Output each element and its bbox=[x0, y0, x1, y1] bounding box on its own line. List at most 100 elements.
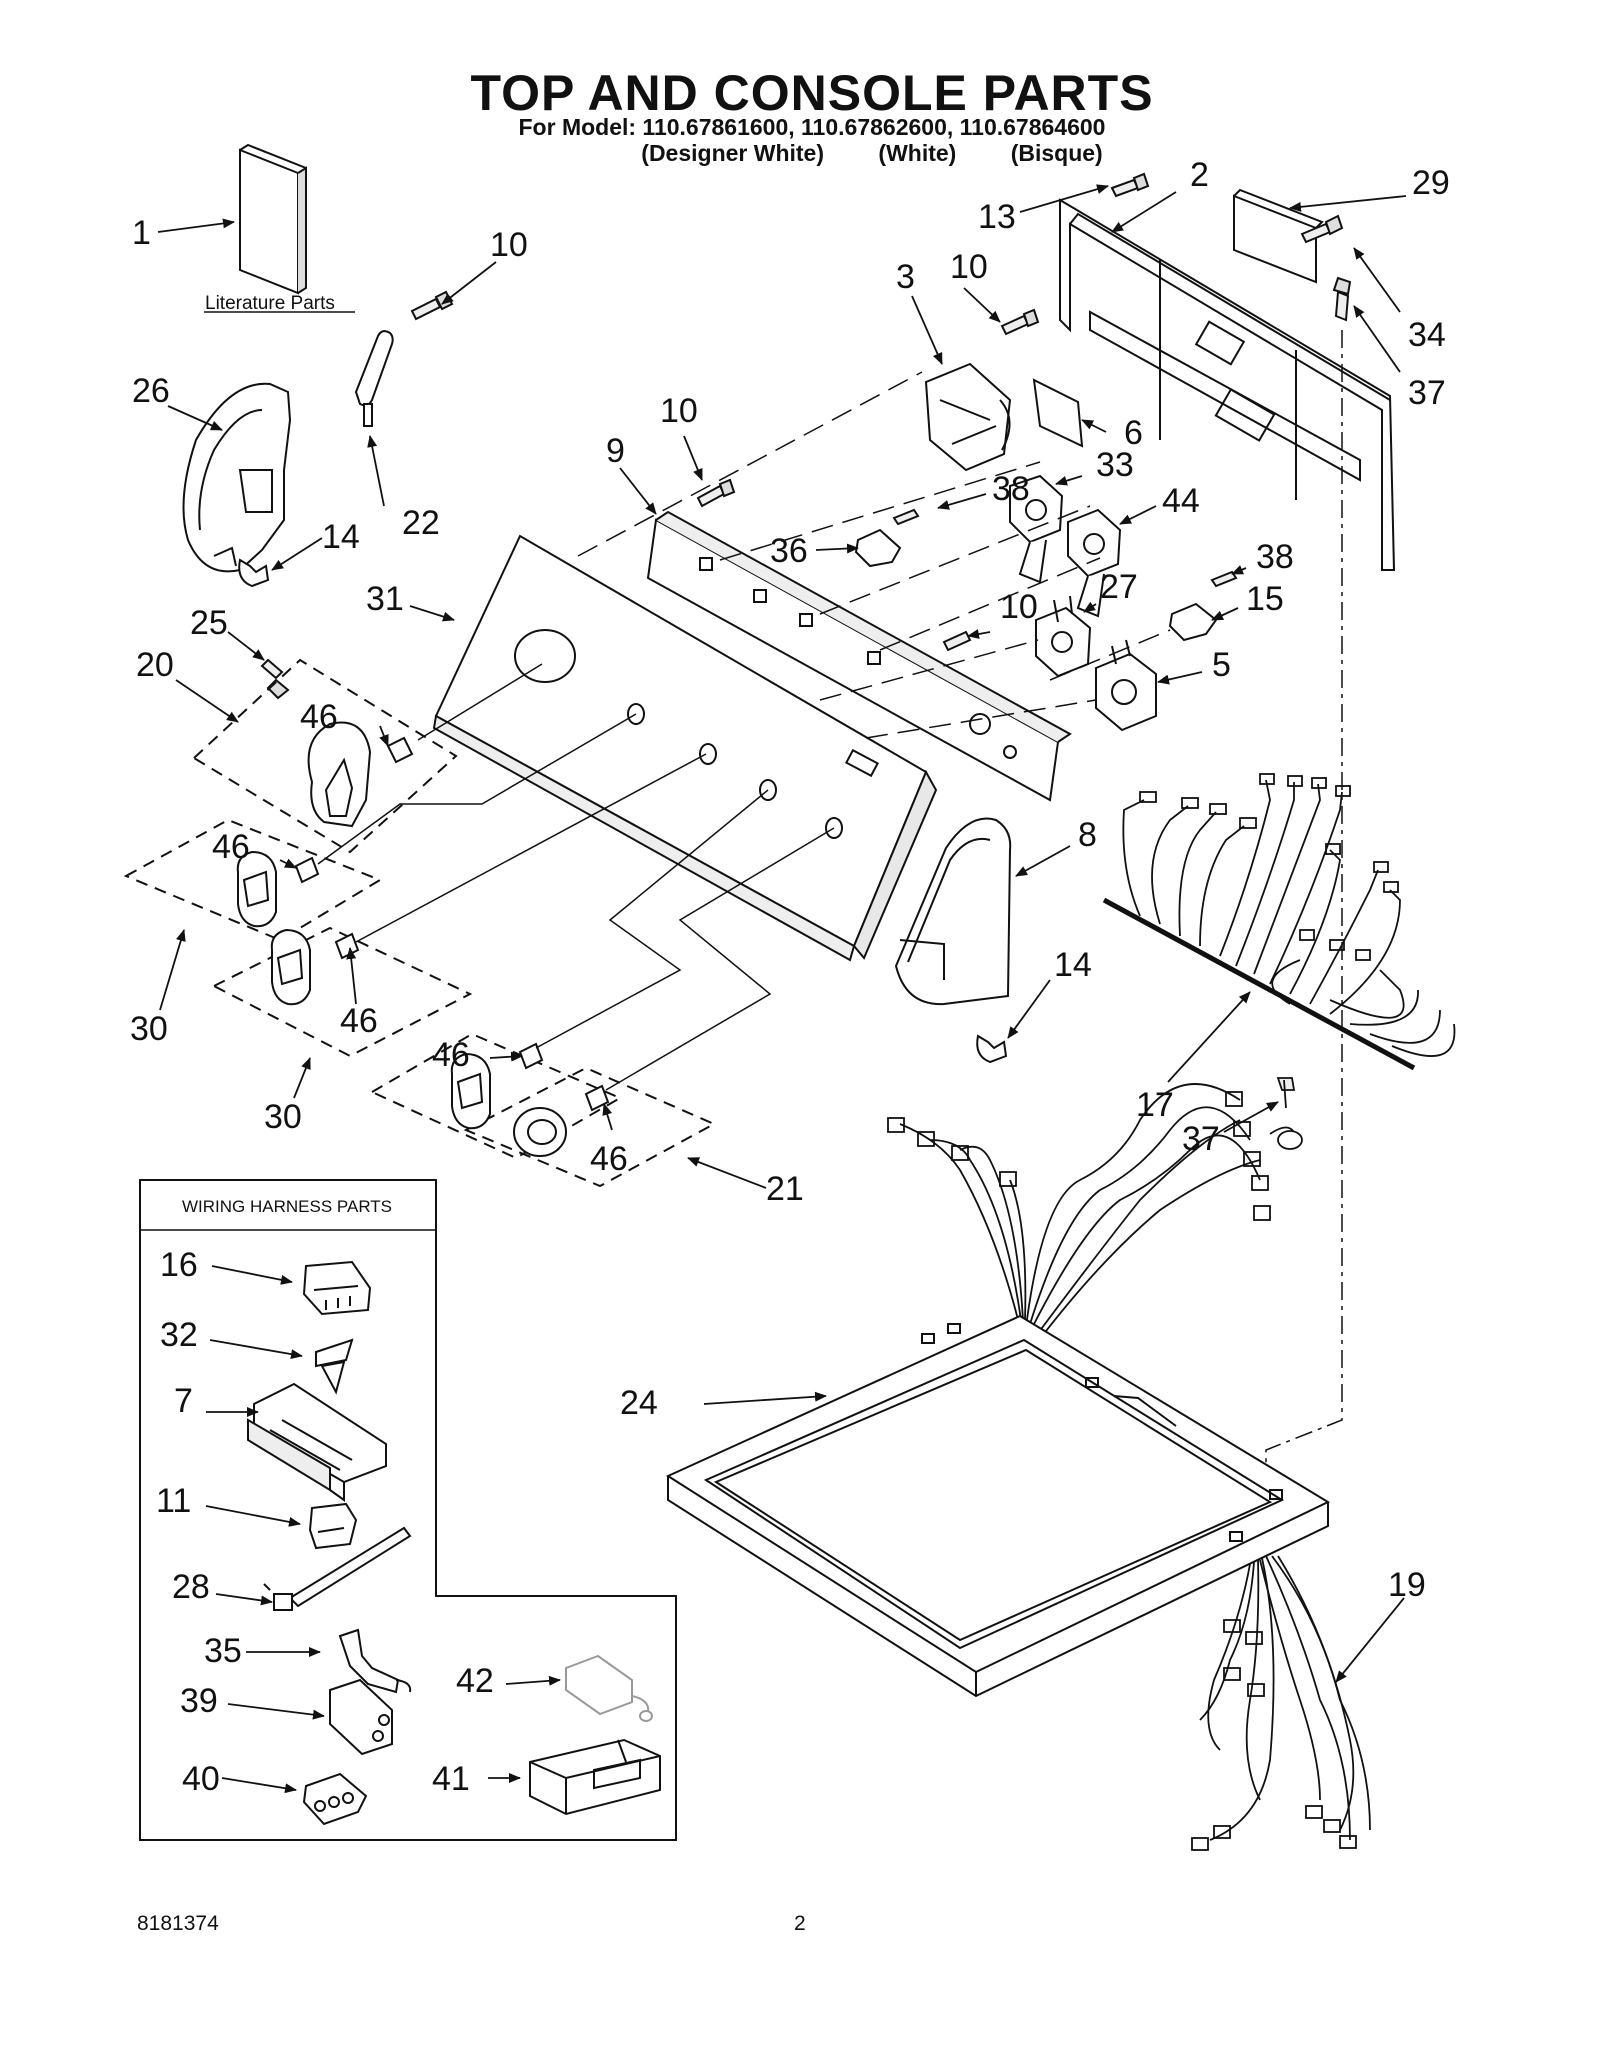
color-white: (White) bbox=[878, 140, 957, 166]
callout-label: 39 bbox=[180, 1682, 218, 1720]
callout-label: 24 bbox=[620, 1384, 658, 1422]
indicator-light-icon bbox=[1168, 602, 1218, 642]
screw-icon bbox=[1332, 276, 1352, 322]
callout-label: 16 bbox=[160, 1246, 198, 1284]
knob-insert-icon bbox=[294, 856, 320, 884]
callout-label: 14 bbox=[1054, 946, 1092, 984]
connector-icon bbox=[565, 1654, 653, 1722]
callout-label: 41 bbox=[432, 1760, 470, 1798]
literature-book-icon bbox=[239, 143, 307, 295]
model-line: For Model: 110.67861600, 110.67862600, 1… bbox=[518, 114, 1106, 140]
callout-label: 22 bbox=[402, 504, 440, 542]
connector-icon bbox=[302, 1260, 372, 1316]
callout-label: 46 bbox=[300, 698, 338, 736]
callout-label: 20 bbox=[136, 646, 174, 684]
clip-icon bbox=[315, 1338, 354, 1395]
knob-icon bbox=[450, 1052, 491, 1130]
knob-icon bbox=[270, 928, 311, 1006]
callout-label: 34 bbox=[1408, 316, 1446, 354]
left-end-cap-icon bbox=[182, 382, 292, 573]
callout-label: 1 bbox=[132, 214, 151, 252]
push-button-icon bbox=[513, 1107, 567, 1157]
color-bisque: (Bisque) bbox=[1010, 140, 1103, 166]
timer-icon bbox=[924, 362, 1012, 472]
terminal-block-icon bbox=[247, 1382, 387, 1502]
screw-icon bbox=[260, 658, 290, 700]
knob-insert-icon bbox=[334, 932, 360, 960]
screw-icon bbox=[942, 630, 972, 652]
callout-label: 9 bbox=[606, 432, 625, 470]
screw-icon bbox=[410, 290, 454, 321]
callout-labels: 1 10 26 22 14 25 20 46 31 9 10 3 10 13 2… bbox=[130, 156, 1450, 1798]
clip-icon bbox=[238, 558, 270, 588]
callout-label: 30 bbox=[130, 1010, 168, 1048]
screw-icon bbox=[1210, 570, 1238, 588]
wire-harness-icon bbox=[887, 1077, 1303, 1345]
wire-harness-icon bbox=[1191, 1555, 1371, 1851]
callout-label: 27 bbox=[1100, 568, 1138, 606]
indicator-light-icon bbox=[854, 528, 902, 568]
callout-label: 10 bbox=[490, 226, 528, 264]
callout-label: 8 bbox=[1078, 816, 1097, 854]
callout-label: 26 bbox=[132, 372, 170, 410]
callout-label: 31 bbox=[366, 580, 404, 618]
callout-label: 11 bbox=[156, 1482, 191, 1520]
callout-label: 17 bbox=[1136, 1086, 1174, 1124]
callout-label: 15 bbox=[1246, 580, 1284, 618]
callout-label: 2 bbox=[1190, 156, 1209, 194]
knob-insert-icon bbox=[518, 1042, 544, 1070]
connector-block-icon bbox=[529, 1738, 661, 1816]
literature-parts-label: Literature Parts bbox=[205, 293, 335, 314]
callout-label: 5 bbox=[1212, 646, 1231, 684]
switch-icon bbox=[1009, 474, 1064, 584]
callout-label: 37 bbox=[1182, 1120, 1220, 1158]
console-panel-icon bbox=[432, 534, 938, 962]
cable-tie-icon bbox=[263, 1526, 412, 1611]
connector-icon bbox=[308, 1502, 358, 1550]
connector-icon bbox=[329, 1678, 393, 1756]
callout-label: 40 bbox=[182, 1760, 220, 1798]
color-designer-white: (Designer White) bbox=[641, 140, 825, 166]
knob-icon bbox=[236, 850, 277, 928]
callout-label: 30 bbox=[264, 1098, 302, 1136]
callout-label: 46 bbox=[590, 1140, 628, 1178]
callout-label: 28 bbox=[172, 1568, 210, 1606]
control-bracket-icon bbox=[646, 510, 1072, 802]
screw-icon bbox=[892, 508, 920, 526]
callout-label: 10 bbox=[1000, 588, 1038, 626]
switch-icon bbox=[1095, 639, 1157, 732]
plug-icon bbox=[302, 1772, 368, 1826]
dryer-top-icon bbox=[665, 1314, 1331, 1698]
rear-panel-icon bbox=[1059, 198, 1396, 571]
callout-label: 19 bbox=[1388, 1566, 1426, 1604]
bracket-icon bbox=[1233, 188, 1324, 284]
callout-label: 10 bbox=[660, 392, 698, 430]
callout-label: 25 bbox=[190, 604, 228, 642]
callout-label: 38 bbox=[992, 470, 1030, 508]
callout-label: 3 bbox=[896, 258, 915, 296]
callout-label: 29 bbox=[1412, 164, 1450, 202]
screw-icon bbox=[1000, 308, 1040, 336]
page-number: 2 bbox=[794, 1912, 806, 1935]
callout-label: 10 bbox=[950, 248, 988, 286]
timer-knob-icon bbox=[307, 721, 372, 828]
callout-label: 42 bbox=[456, 1662, 494, 1700]
callout-label: 36 bbox=[770, 532, 808, 570]
callout-label: 37 bbox=[1408, 374, 1446, 412]
clip-icon bbox=[976, 1034, 1008, 1064]
callout-label: 46 bbox=[212, 828, 250, 866]
callout-label: 38 bbox=[1256, 538, 1294, 576]
document-number: 8181374 bbox=[137, 1912, 219, 1935]
callout-label: 21 bbox=[766, 1170, 804, 1208]
terminal-icon bbox=[338, 1628, 412, 1694]
callout-label: 32 bbox=[160, 1316, 198, 1354]
callout-label: 14 bbox=[322, 518, 360, 556]
callout-label: 33 bbox=[1096, 446, 1134, 484]
page-title: TOP AND CONSOLE PARTS bbox=[470, 65, 1154, 121]
bracket-icon bbox=[354, 330, 394, 427]
wiring-harness-box-title: WIRING HARNESS PARTS bbox=[182, 1197, 392, 1216]
wire-harness-icon bbox=[1102, 773, 1456, 1071]
wiring-harness-parts-box bbox=[139, 1179, 677, 1841]
callout-label: 46 bbox=[432, 1036, 470, 1074]
